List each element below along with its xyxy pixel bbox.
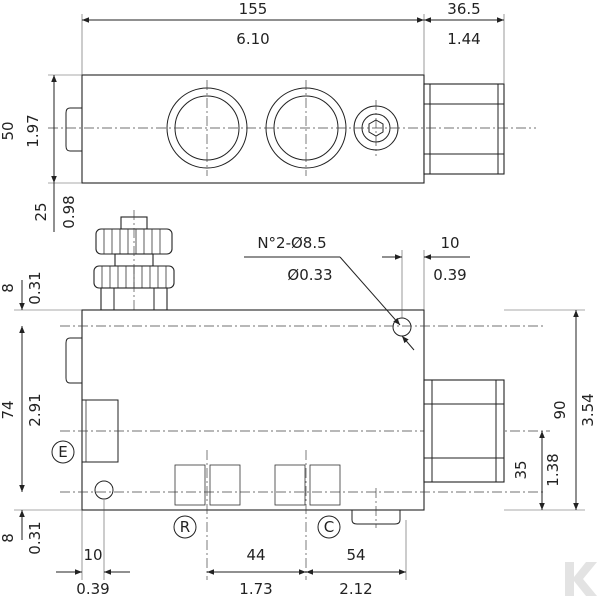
- dim-54: 54: [346, 546, 365, 564]
- dim-8-top: 8: [0, 283, 17, 293]
- port-e-marker: [51, 440, 75, 464]
- holes-note-in: Ø0.33: [287, 266, 332, 284]
- dim-50: 50: [0, 121, 17, 140]
- dim-0-39-top: 0.39: [433, 266, 466, 284]
- holes-leader: [339, 256, 401, 326]
- dim-1-73: 1.73: [239, 580, 272, 598]
- corner-logo: [565, 562, 597, 596]
- port-c-fittings: [274, 464, 341, 506]
- dim-10-bottom: 10: [83, 546, 102, 564]
- dim-0-39-bottom: 0.39: [76, 580, 109, 598]
- top-view-left-boss: [65, 107, 82, 152]
- holes-note: N°2-Ø8.5: [257, 234, 326, 252]
- port-r-marker: [173, 515, 197, 539]
- dim-74: 74: [0, 400, 17, 419]
- dim-8-bottom: 8: [0, 533, 17, 543]
- dim-2-12: 2.12: [339, 580, 372, 598]
- top-view: 155 6.10 36.5 1.44 50 1.97 25 0.98: [0, 0, 536, 232]
- dim-6-10: 6.10: [236, 30, 269, 48]
- port-r-fittings: [174, 464, 241, 506]
- dim-1-97: 1.97: [24, 114, 42, 147]
- port-c-marker: [317, 515, 341, 539]
- dim-44: 44: [246, 546, 265, 564]
- dim-1-38: 1.38: [544, 453, 562, 486]
- mounting-hole-bottom: [94, 480, 114, 500]
- dim-3-54: 3.54: [579, 393, 597, 426]
- dim-0-31-top: 0.31: [26, 271, 44, 304]
- dim-0-31-bottom: 0.31: [26, 521, 44, 554]
- dim-2-91: 2.91: [26, 393, 44, 426]
- top-view-body: [81, 74, 425, 184]
- dim-36-5: 36.5: [447, 0, 480, 18]
- front-view: E R C N°2-Ø8.5 Ø0.33 10 0.39 90 3.54 35 …: [0, 210, 597, 598]
- top-fitting: [423, 83, 505, 175]
- dim-25: 25: [32, 202, 50, 221]
- port-c-label: C: [324, 518, 334, 536]
- port-e-label: E: [58, 443, 67, 461]
- dim-90: 90: [551, 400, 569, 419]
- dim-155: 155: [239, 0, 268, 18]
- front-fitting: [423, 379, 505, 483]
- front-view-body: [81, 309, 425, 511]
- dim-0-98: 0.98: [60, 195, 78, 228]
- dim-35: 35: [512, 460, 530, 479]
- port-r-label: R: [180, 518, 190, 536]
- dim-1-44: 1.44: [447, 30, 480, 48]
- front-left-boss: [65, 337, 82, 384]
- dim-10-top: 10: [440, 234, 459, 252]
